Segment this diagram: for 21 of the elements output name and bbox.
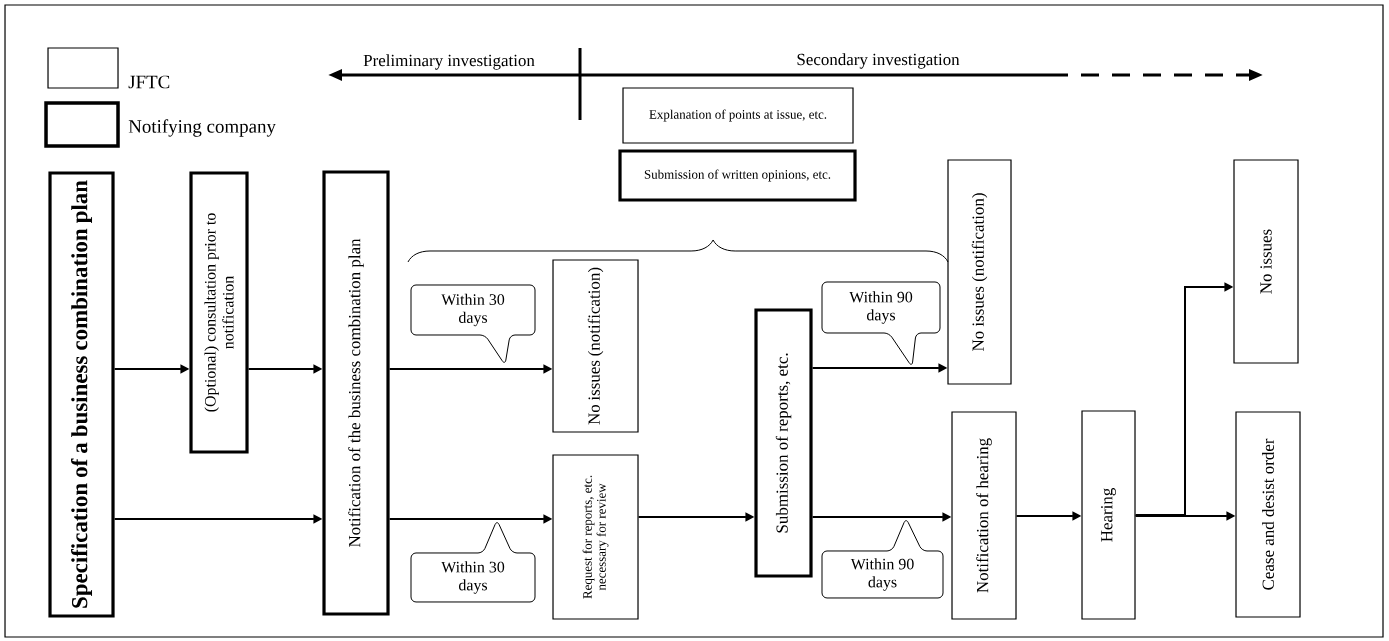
callout: Within 90 days: [821, 281, 941, 365]
callout: Within 30 days: [410, 284, 536, 363]
process-box: No issues (notification): [552, 259, 639, 433]
process-box: Specification of a business combination plan: [48, 171, 115, 618]
legend-label: Notifying company: [128, 119, 276, 137]
process-box: Notification of hearing: [951, 411, 1017, 620]
process-box: Submission of reports, etc.: [754, 308, 813, 578]
process-box: Explanation of points at issue, etc.: [622, 87, 854, 144]
process-box: Hearing: [1081, 410, 1136, 620]
process-box: No issues (notification): [947, 159, 1012, 385]
label: Preliminary investigation: [363, 54, 535, 70]
process-box: Cease and desist order: [1235, 411, 1301, 618]
process-box: (Optional) consultation prior to notification: [189, 171, 249, 454]
callout: Within 90 days: [821, 520, 944, 599]
label: Secondary investigation: [797, 53, 960, 69]
legend-label: JFTC: [128, 75, 170, 89]
process-box: Submission of written opinions, etc.: [618, 149, 857, 202]
callout: Within 30 days: [410, 522, 536, 603]
process-box: No issues: [1233, 159, 1299, 364]
process-box: Notification of the business combination plan: [322, 170, 390, 616]
process-box: Request for reports, etc. necessary for review: [552, 454, 639, 620]
